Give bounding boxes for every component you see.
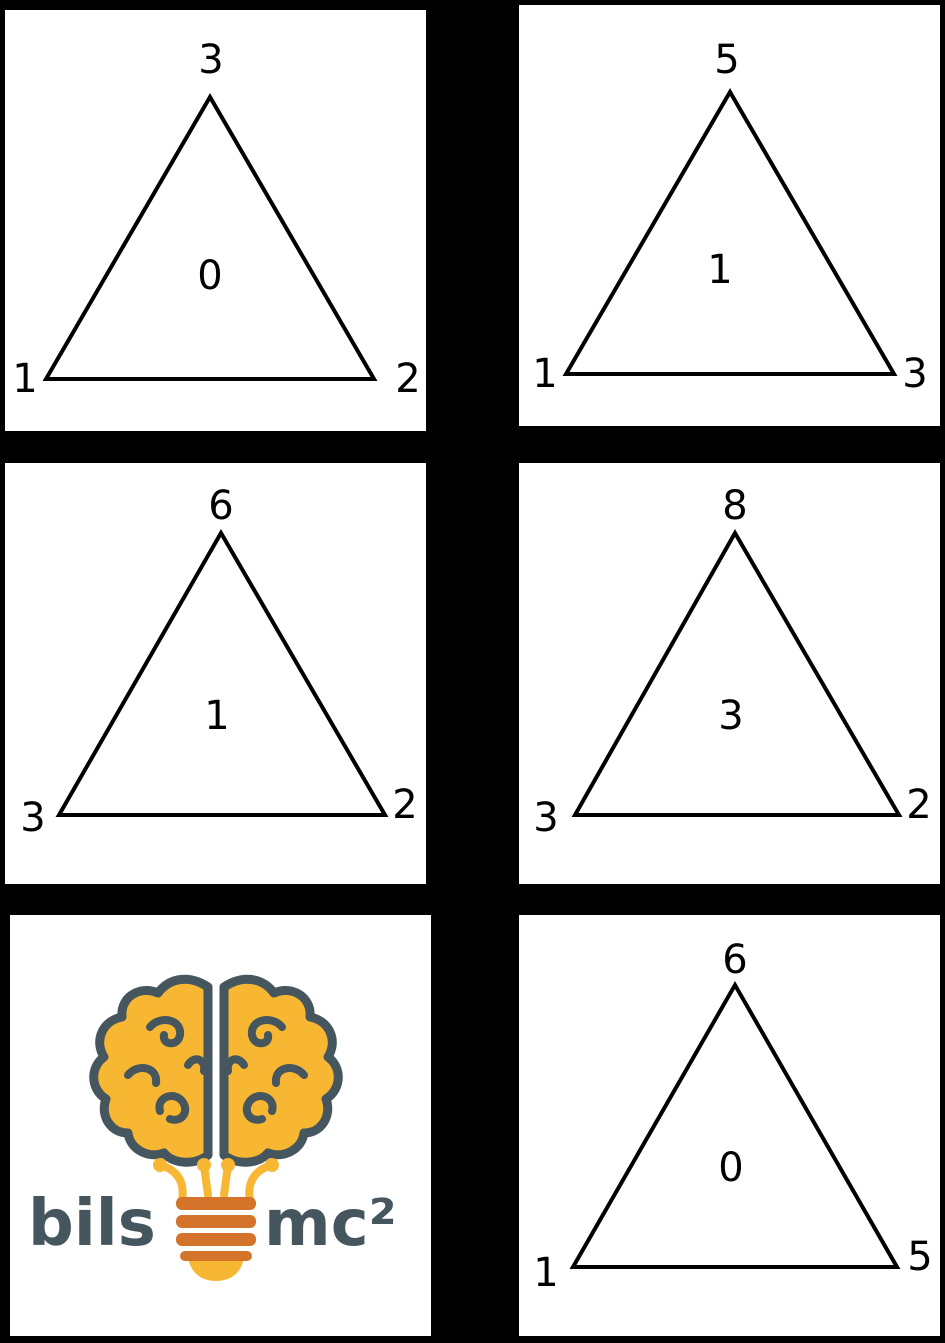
logo-word-left: bils [28, 1187, 156, 1261]
center-label: 0 [197, 253, 223, 299]
vertex-label-left: 3 [533, 795, 559, 841]
triangle-card-6: 6 1 5 0 [519, 915, 940, 1336]
vertex-label-top: 8 [722, 483, 748, 529]
triangle-shape [55, 529, 389, 817]
center-label: 0 [718, 1145, 744, 1191]
bilsmc2-logo: bils mc² [28, 974, 397, 1281]
vertex-label-top: 6 [208, 483, 234, 529]
vertex-label-right: 2 [906, 782, 932, 828]
logo-card: bils mc² [10, 915, 431, 1336]
vertex-label-left: 3 [20, 795, 46, 841]
triangle-card-4: 8 3 2 3 [519, 463, 940, 884]
vertex-label-right: 5 [907, 1234, 933, 1280]
triangle-shape [562, 88, 898, 376]
vertex-label-left: 1 [533, 1250, 559, 1296]
triangle-card-3: 6 3 2 1 [5, 463, 426, 884]
vertex-label-top: 6 [722, 937, 748, 983]
vertex-label-left: 1 [532, 351, 558, 397]
vertex-label-top: 5 [714, 37, 740, 83]
brain-folds-icon [124, 1016, 308, 1124]
vertex-label-right: 3 [902, 351, 928, 397]
triangle-shape [569, 980, 901, 1269]
logo-word-right: mc² [264, 1187, 397, 1261]
triangle-shape [571, 528, 903, 817]
triangle-card-1: 3 1 2 0 [5, 10, 426, 431]
vertex-label-right: 2 [392, 782, 418, 828]
vertex-label-top: 3 [198, 37, 224, 83]
center-label: 3 [718, 693, 744, 739]
vertex-label-left: 1 [12, 356, 38, 402]
center-label: 1 [707, 247, 733, 293]
filament-icon [156, 1161, 276, 1204]
coil-icon [176, 1197, 256, 1261]
triangle-card-2: 5 1 3 1 [519, 5, 940, 426]
center-label: 1 [204, 693, 230, 739]
vertex-label-right: 2 [395, 356, 421, 402]
triangle-shape [42, 93, 378, 381]
